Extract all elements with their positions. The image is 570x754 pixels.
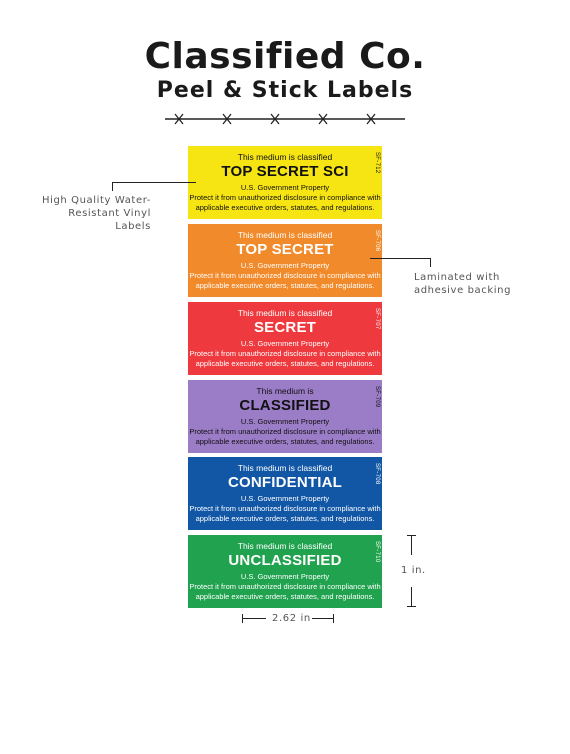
- label-code: SF-709: [374, 386, 380, 408]
- label-body: Protect it from unauthorized disclosure …: [189, 193, 381, 212]
- width-dimension-label: 2.62 in: [272, 613, 311, 624]
- label-top-secret-sci: This medium is classified TOP SECRET SCI…: [188, 146, 382, 219]
- label-property: U.S. Government Property: [240, 494, 330, 503]
- label-heading: This medium is classified: [237, 463, 333, 473]
- left-annotation-tick: [112, 182, 113, 191]
- label-code: SF-710: [374, 541, 380, 563]
- height-dimension-cap-top: [407, 535, 416, 536]
- width-dimension-cap-left: [242, 614, 243, 623]
- left-annotation-line2: Resistant Vinyl Labels: [68, 208, 151, 232]
- label-classification: CONFIDENTIAL: [227, 474, 343, 491]
- label-top-secret: This medium is classified TOP SECRET U.S…: [188, 224, 382, 297]
- right-annotation: Laminated with adhesive backing: [414, 271, 524, 297]
- height-dimension-line-bottom: [411, 587, 412, 607]
- label-property: U.S. Government Property: [240, 339, 330, 348]
- label-code: SF-706: [374, 230, 380, 252]
- width-dimension-line-right: [312, 618, 334, 619]
- label-classification: TOP SECRET: [236, 241, 334, 258]
- label-heading: This medium is classified: [237, 308, 333, 318]
- label-body: Protect it from unauthorized disclosure …: [189, 427, 381, 446]
- label-property: U.S. Government Property: [240, 417, 330, 426]
- page-title: Classified Co.: [144, 36, 426, 77]
- label-code: SF-708: [374, 463, 380, 485]
- height-dimension-cap-bottom: [407, 606, 416, 607]
- label-property: U.S. Government Property: [240, 261, 330, 270]
- label-classification: SECRET: [253, 319, 317, 336]
- width-dimension-cap-right: [333, 614, 334, 623]
- barbed-wire-divider: [165, 113, 405, 125]
- left-annotation-line: [112, 182, 196, 183]
- label-property: U.S. Government Property: [240, 183, 330, 192]
- label-code: SF-712: [374, 152, 380, 174]
- label-heading: This medium is: [256, 386, 314, 396]
- page-subtitle: Peel & Stick Labels: [156, 78, 414, 103]
- label-body: Protect it from unauthorized disclosure …: [189, 504, 381, 523]
- right-annotation-line2: adhesive backing: [414, 285, 512, 296]
- right-annotation-tick: [430, 258, 431, 267]
- label-classification: UNCLASSIFIED: [228, 552, 342, 569]
- right-annotation-line: [370, 258, 430, 259]
- label-body: Protect it from unauthorized disclosure …: [189, 349, 381, 368]
- label-secret: This medium is classified SECRET U.S. Go…: [188, 302, 382, 375]
- label-classification: TOP SECRET SCI: [221, 163, 349, 180]
- left-annotation-line1: High Quality Water-: [41, 195, 151, 206]
- label-heading: This medium is classified: [237, 541, 333, 551]
- label-body: Protect it from unauthorized disclosure …: [189, 582, 381, 601]
- label-heading: This medium is classified: [237, 152, 333, 162]
- left-annotation: High Quality Water- Resistant Vinyl Labe…: [33, 194, 151, 233]
- height-dimension-line-top: [411, 535, 412, 555]
- label-confidential: This medium is classified CONFIDENTIAL U…: [188, 457, 382, 530]
- height-dimension-label: 1 in.: [401, 565, 426, 576]
- width-dimension-line-left: [242, 618, 266, 619]
- label-classified: This medium is CLASSIFIED U.S. Governmen…: [188, 380, 382, 453]
- label-heading: This medium is classified: [237, 230, 333, 240]
- label-code: SF-707: [374, 308, 380, 330]
- label-property: U.S. Government Property: [240, 572, 330, 581]
- label-body: Protect it from unauthorized disclosure …: [189, 271, 381, 290]
- label-classification: CLASSIFIED: [239, 397, 331, 414]
- label-unclassified: This medium is classified UNCLASSIFIED U…: [188, 535, 382, 608]
- right-annotation-line1: Laminated with: [414, 272, 500, 283]
